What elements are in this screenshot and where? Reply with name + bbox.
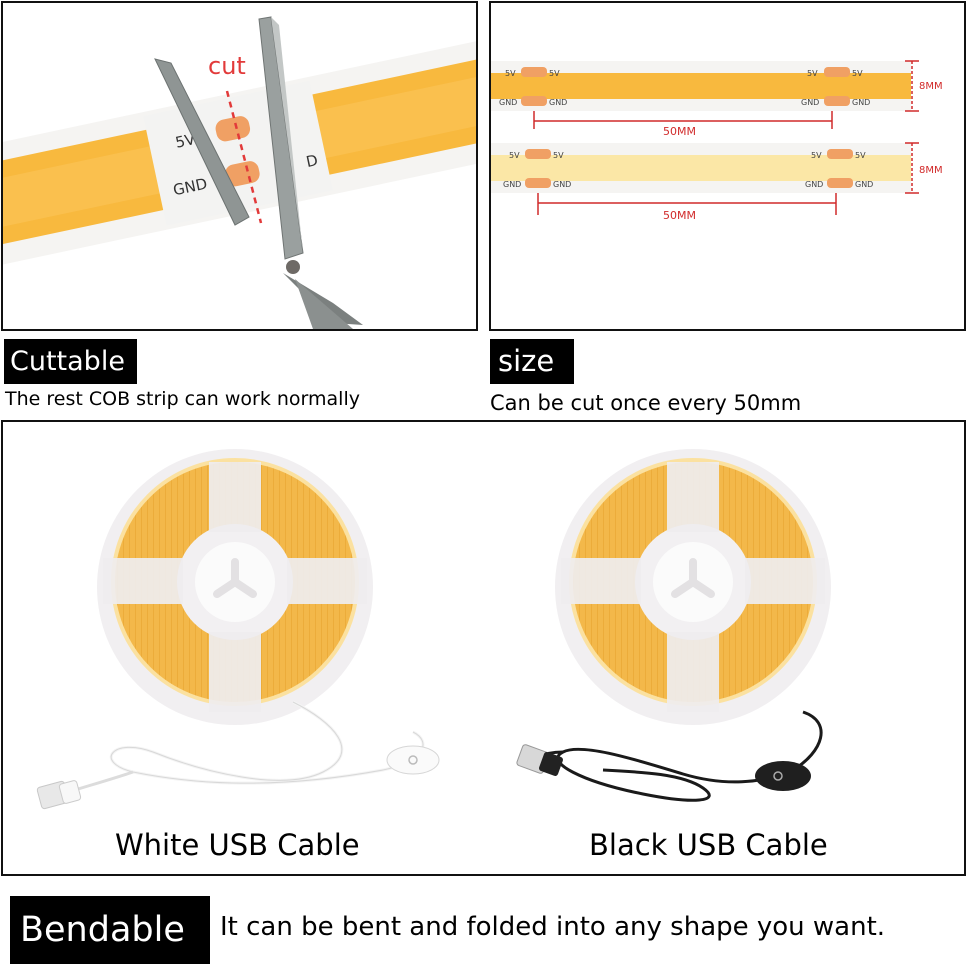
strip1-pad-5v-right-a: 5V — [807, 69, 818, 78]
strip1-pad-5v-left-b: 5V — [549, 69, 560, 78]
cut-panel: 5V GND D cut — [1, 1, 478, 331]
cuttable-title: Cuttable — [4, 339, 137, 384]
black-cable-caption: Black USB Cable — [589, 828, 828, 862]
white-cable-caption: White USB Cable — [115, 828, 360, 862]
strip2-width-label: 8MM — [919, 165, 943, 176]
strip2-width-dimension — [905, 142, 919, 194]
strip1-pad-gnd-right-b: GND — [852, 98, 870, 107]
strip2-pad-gnd-left-a: GND — [503, 180, 521, 189]
size-caption: Can be cut once every 50mm — [490, 391, 802, 415]
power-switch-icon — [408, 755, 418, 765]
cut-illustration: 5V GND D cut — [3, 16, 476, 329]
strip1-width-label: 8MM — [919, 81, 943, 92]
size-title: size — [490, 339, 574, 384]
strip2-pad-5v-left-a: 5V — [509, 151, 520, 160]
strip2-pitch-dimension — [537, 193, 837, 215]
strip1-pad-gnd-right-a: GND — [801, 98, 819, 107]
strip1-pad-gnd-left-a: GND — [499, 98, 517, 107]
strip2-pitch-label: 50MM — [663, 209, 696, 222]
reel-black-cable — [516, 449, 831, 802]
reels-illustration — [36, 449, 831, 810]
pad-gnd-partial-label: D — [305, 151, 320, 171]
strip1-cob — [491, 73, 911, 99]
power-switch-icon — [773, 771, 783, 781]
strip1-pad-5v-right-b: 5V — [852, 69, 863, 78]
strip2-pad-gnd-right-b: GND — [855, 180, 873, 189]
size-illustration: 5V 5V GND GND 5V 5V GND GND 8MM 50MM 5V … — [491, 60, 943, 222]
strip2-pad-5v-right-a: 5V — [811, 151, 822, 160]
strip1-width-dimension — [905, 60, 919, 112]
reels-panel: White USB Cable Black USB Cable — [1, 420, 966, 876]
cut-text: cut — [208, 52, 246, 80]
bendable-caption: It can be bent and folded into any shape… — [220, 912, 886, 942]
strip2-cob — [491, 155, 911, 181]
strip2-pad-5v-left-b: 5V — [553, 151, 564, 160]
pad-5v — [215, 116, 251, 142]
strip2-pad-5v-right-b: 5V — [855, 151, 866, 160]
cuttable-caption: The rest COB strip can work normally — [5, 388, 360, 410]
cut-line — [225, 90, 263, 224]
scissors-icon — [154, 16, 363, 329]
strip2-pad-gnd-right-a: GND — [805, 180, 823, 189]
strip2-pad-gnd-left-b: GND — [553, 180, 571, 189]
strip1-pitch-label: 50MM — [663, 125, 696, 138]
bendable-title: Bendable — [10, 896, 210, 964]
strip1-pad-gnd-left-b: GND — [549, 98, 567, 107]
strip1-pitch-dimension — [533, 111, 833, 129]
reel-white-cable — [36, 449, 440, 810]
strip1-pad-5v-left-a: 5V — [505, 69, 516, 78]
size-panel: 5V 5V GND GND 5V 5V GND GND 8MM 50MM 5V … — [489, 1, 966, 331]
